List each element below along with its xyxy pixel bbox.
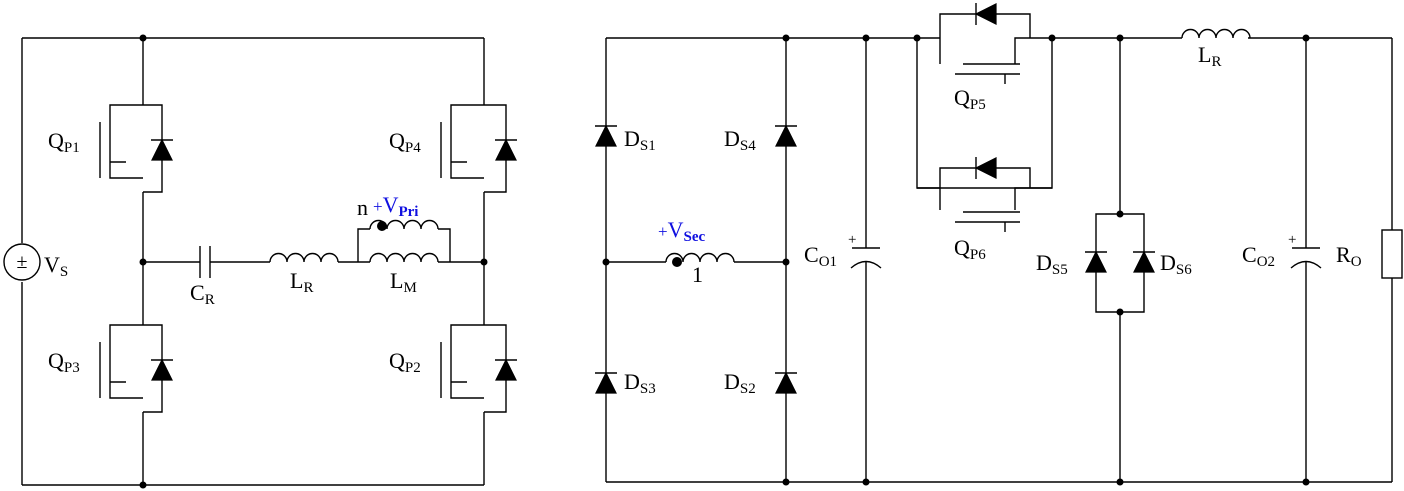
qp6-wire	[917, 167, 1052, 210]
body-diode-icon	[151, 138, 173, 161]
resonant-tank: CR LR LM n +VPri	[143, 192, 484, 308]
qp3-label: QP3	[48, 348, 80, 376]
primary-rails	[21, 37, 484, 486]
qp2-label: QP2	[389, 348, 421, 376]
qp6-mosfet-icon	[955, 211, 1020, 232]
capacitor-cr-icon	[199, 246, 211, 278]
diode-ds2: DS2	[724, 369, 797, 397]
qp6-body-diode-icon	[974, 157, 997, 179]
svg-text:+: +	[1288, 232, 1296, 248]
ds3-label: DS3	[624, 369, 656, 397]
capacitor-icon	[1292, 38, 1320, 482]
lr-out-label: LR	[1198, 42, 1221, 70]
co1-label: CO1	[804, 242, 837, 270]
qp4-label: QP4	[389, 128, 421, 156]
source-label: VS	[44, 252, 68, 280]
diode-pair-ds5-ds6: DS5 DS6	[1036, 38, 1192, 482]
mosfet-icon	[440, 324, 484, 399]
load-resistor: RO	[1336, 229, 1403, 279]
ds6-label: DS6	[1160, 250, 1192, 278]
diode-ds3: DS3	[595, 369, 656, 397]
diode-icon	[595, 124, 617, 147]
mosfet-icon	[440, 104, 484, 179]
polarity-dot-icon	[377, 221, 387, 231]
source-circle-icon	[3, 243, 41, 281]
capacitor-icon	[852, 38, 880, 482]
qp6-label: QP6	[954, 235, 986, 263]
mosfet-icon	[99, 324, 143, 399]
turns-1-label: 1	[692, 262, 703, 287]
source-polarity: ±	[17, 251, 28, 273]
body-diode-icon	[495, 358, 517, 381]
lm-label: LM	[390, 268, 417, 296]
capacitor-co2: + CO2	[1242, 38, 1322, 482]
svg-text:+: +	[848, 232, 856, 248]
voltage-source: ± VS	[3, 243, 68, 281]
secondary-winding-icon	[665, 252, 735, 263]
switch-frame	[916, 38, 1053, 189]
switch-qp2: QP2	[389, 324, 517, 413]
inductor-lm-icon	[369, 252, 439, 263]
ro-label: RO	[1336, 242, 1362, 270]
ds2-label: DS2	[724, 369, 756, 397]
lr-label: LR	[290, 268, 313, 296]
diode-pair-wire	[1095, 38, 1145, 482]
secondary-side: DS1 DS3 DS4 DS2 1 +VSec +	[595, 3, 1403, 486]
mosfet-icon	[99, 104, 143, 179]
inductor-icon	[1181, 28, 1251, 39]
cr-label: CR	[190, 280, 215, 308]
qp5-wire	[917, 13, 1052, 64]
ds1-label: DS1	[624, 126, 656, 154]
resistor-icon	[1381, 229, 1403, 279]
diode-ds1: DS1	[595, 124, 656, 154]
ds6-diode-icon	[1133, 250, 1155, 273]
inductor-lr-out: LR	[1181, 28, 1251, 70]
ds5-label: DS5	[1036, 250, 1068, 278]
diode-icon	[595, 371, 617, 394]
ds5-diode-icon	[1085, 250, 1107, 273]
capacitor-co1: + CO1	[804, 38, 882, 482]
inductor-lr-icon	[269, 252, 339, 263]
qp5-label: QP5	[954, 85, 986, 113]
capacitor-curve	[1290, 260, 1322, 269]
switch-qp4: QP4	[389, 104, 517, 193]
switch-qp3: QP3	[48, 324, 173, 413]
secondary-junctions	[602, 34, 1310, 486]
capacitor-curve	[850, 260, 882, 269]
diode-icon	[775, 371, 797, 394]
diode-ds4: DS4	[724, 124, 797, 154]
secondary-winding: 1 +VSec	[606, 217, 786, 287]
body-diode-icon	[495, 138, 517, 161]
ds4-label: DS4	[724, 126, 756, 154]
turns-n-label: n	[357, 195, 368, 220]
primary-bridge: ± VS QP1 QP3 QP4	[3, 34, 517, 489]
vpri-label: +VPri	[373, 192, 418, 220]
polarity-dot-icon	[672, 257, 682, 267]
switch-qp1: QP1	[48, 104, 173, 193]
body-diode-icon	[151, 358, 173, 381]
primary-winding-wire	[357, 228, 451, 262]
qp1-label: QP1	[48, 128, 80, 156]
bidirectional-switch: QP5 QP6	[916, 3, 1053, 263]
diode-icon	[775, 124, 797, 147]
vsec-label: +VSec	[658, 217, 705, 245]
primary-junctions	[139, 34, 488, 489]
co2-label: CO2	[1242, 242, 1275, 270]
qp5-mosfet-icon	[955, 63, 1020, 84]
qp5-body-diode-icon	[974, 3, 997, 25]
